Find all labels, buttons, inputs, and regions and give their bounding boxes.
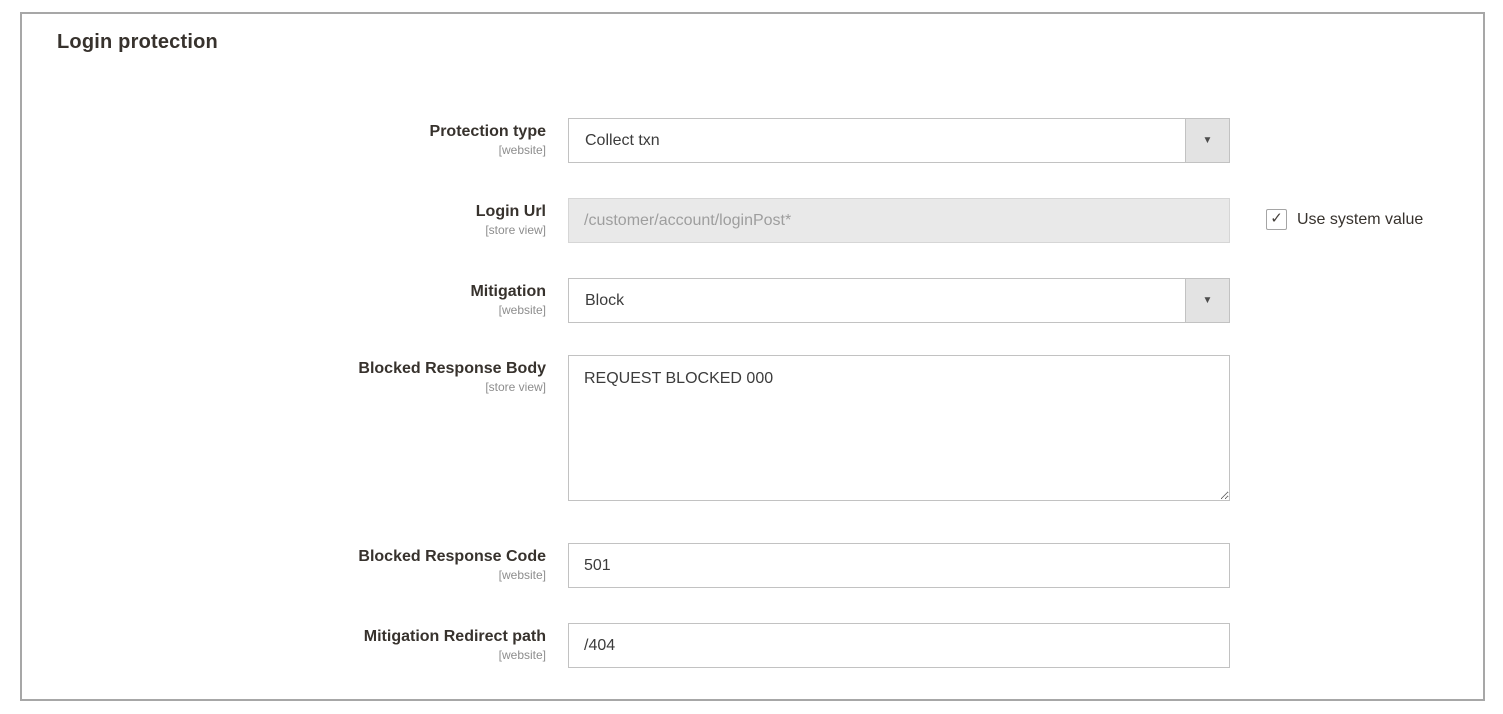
field-row-mitigation-redirect-path: Mitigation Redirect path [website] [22,623,1483,668]
check-icon: ✓ [1270,210,1283,227]
protection-type-scope: [website] [498,143,546,157]
field-row-blocked-response-body: Blocked Response Body [store view] REQUE… [22,355,1483,501]
mitigation-select-value: Block [585,291,625,309]
protection-type-select-button[interactable]: ▼ [1185,119,1229,162]
mitigation-label: Mitigation [470,283,546,300]
blocked-response-body-textarea[interactable]: REQUEST BLOCKED 000 [568,355,1230,501]
mitigation-select-button[interactable]: ▼ [1185,279,1229,322]
mitigation-redirect-path-scope: [website] [498,648,546,662]
field-row-mitigation: Mitigation [website] Block ▼ [22,278,1483,323]
mitigation-redirect-path-label-cell: Mitigation Redirect path [website] [22,623,568,663]
protection-type-control-cell: Collect txn ▼ [568,118,1230,163]
protection-type-select[interactable]: Collect txn ▼ [568,118,1230,163]
login-url-control-cell [568,198,1230,243]
blocked-response-body-label: Blocked Response Body [358,360,546,377]
blocked-response-code-control-cell [568,543,1230,588]
mitigation-scope: [website] [498,303,546,317]
use-system-value-label[interactable]: Use system value [1297,210,1424,228]
chevron-down-icon: ▼ [1202,294,1213,306]
mitigation-select[interactable]: Block ▼ [568,278,1230,323]
protection-type-select-value: Collect txn [585,131,660,149]
blocked-response-body-control-cell: REQUEST BLOCKED 000 [568,355,1230,501]
mitigation-redirect-path-label: Mitigation Redirect path [363,628,546,645]
protection-type-label-cell: Protection type [website] [22,118,568,158]
blocked-response-code-label: Blocked Response Code [358,548,546,565]
chevron-down-icon: ▼ [1202,134,1213,146]
login-url-label-cell: Login Url [store view] [22,198,568,238]
blocked-response-body-label-cell: Blocked Response Body [store view] [22,355,568,395]
use-system-value-checkbox[interactable]: ✓ [1266,209,1287,230]
blocked-response-code-scope: [website] [498,568,546,582]
mitigation-redirect-path-input[interactable] [568,623,1230,668]
protection-type-label: Protection type [429,123,546,140]
mitigation-control-cell: Block ▼ [568,278,1230,323]
blocked-response-body-scope: [store view] [485,380,546,394]
login-url-scope: [store view] [485,223,546,237]
mitigation-redirect-path-control-cell [568,623,1230,668]
login-protection-form: Protection type [website] Collect txn ▼ … [22,118,1483,668]
login-protection-section: Login protection Protection type [websit… [20,12,1485,701]
login-url-input[interactable] [568,198,1230,243]
login-url-label: Login Url [475,203,546,220]
use-system-value-control[interactable]: ✓ Use system value [1266,198,1423,230]
field-row-blocked-response-code: Blocked Response Code [website] [22,543,1483,588]
blocked-response-code-label-cell: Blocked Response Code [website] [22,543,568,583]
mitigation-label-cell: Mitigation [website] [22,278,568,318]
blocked-response-code-input[interactable] [568,543,1230,588]
field-row-login-url: Login Url [store view] ✓ Use system valu… [22,198,1483,243]
field-row-protection-type: Protection type [website] Collect txn ▼ [22,118,1483,163]
section-title: Login protection [57,31,218,53]
